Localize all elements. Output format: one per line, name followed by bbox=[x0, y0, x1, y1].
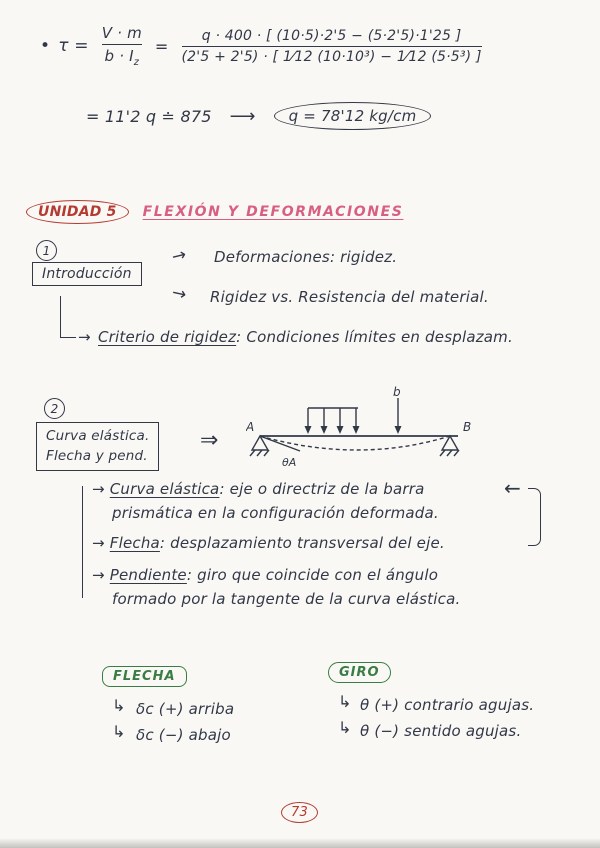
bullet: • bbox=[40, 36, 51, 56]
flecha-item-abajo: δc (−) abajo bbox=[136, 726, 231, 744]
introduccion-box: Introducción bbox=[32, 262, 142, 286]
equals-sign: = bbox=[154, 36, 169, 56]
unit-heading: UNIDAD 5 FLEXIÓN Y DEFORMACIONES bbox=[26, 200, 403, 224]
fraction-bar bbox=[181, 45, 482, 47]
right-arrow-icon: ⟶ bbox=[229, 105, 256, 127]
circled-result: q = 78'12 kg/cm bbox=[273, 102, 432, 130]
shear-formula-line1: • τ = V · m b · Iz = q · 400 · [ (10·5)·… bbox=[40, 24, 487, 68]
fraction-bar bbox=[101, 44, 142, 45]
flecha-item-arriba: δc (+) arriba bbox=[136, 700, 235, 718]
criterio-term: Criterio de rigidez bbox=[98, 328, 237, 346]
criterio-rest: : Condiciones límites en desplazam. bbox=[236, 328, 513, 346]
page-number: 73 bbox=[281, 802, 318, 823]
branch-arrow-icon: → bbox=[169, 244, 189, 268]
shear-formula-result: = 11'2 q ≐ 875 ⟶ q = 78'12 kg/cm bbox=[86, 102, 432, 130]
giro-item-sentido: θ (−) sentido agujas. bbox=[360, 722, 522, 740]
hook-arrow-icon: ↳ bbox=[112, 696, 126, 715]
giro-item-contrario: θ (+) contrario agujas. bbox=[360, 696, 535, 714]
load-label: b bbox=[393, 386, 401, 399]
definition-curva-elastica: → Curva elástica: eje o directriz de la … bbox=[92, 480, 425, 498]
criterio-line: Criterio de rigidez: Condiciones límites… bbox=[98, 328, 513, 346]
unit-badge: UNIDAD 5 bbox=[26, 200, 129, 224]
hook-arrow-icon: ↳ bbox=[112, 722, 126, 741]
definitions-spine bbox=[82, 486, 83, 598]
definition-curva-elastica-cont: prismática en la configuración deformada… bbox=[112, 504, 439, 522]
curva-elastica-box: Curva elástica. Flecha y pend. bbox=[36, 422, 160, 471]
definition-pendiente: → Pendiente: giro que coincide con el án… bbox=[92, 566, 439, 584]
fraction-vm-biz: V · m b · Iz bbox=[101, 24, 142, 68]
elbow-arrow-icon: → bbox=[78, 328, 91, 346]
definition-pendiente-cont: formado por la tangente de la curva elás… bbox=[112, 590, 461, 608]
beam-diagram: b A B θA bbox=[246, 386, 471, 469]
unit-title: FLEXIÓN Y DEFORMACIONES bbox=[142, 204, 404, 220]
giro-box: GIRO bbox=[328, 662, 391, 683]
support-b-label: B bbox=[463, 420, 471, 434]
fraction-numeric: q · 400 · [ (10·5)·2'5 − (5·2'5)·1'25 ] … bbox=[181, 27, 482, 65]
formula-lhs: τ = bbox=[58, 36, 89, 56]
connector-elbow bbox=[60, 296, 76, 338]
implies-arrow-icon: ⇒ bbox=[200, 428, 219, 453]
hook-arrow-icon: ↳ bbox=[338, 692, 352, 711]
branch-arrow-icon: → bbox=[170, 282, 189, 306]
intro-item-resistencia: Rigidez vs. Resistencia del material. bbox=[210, 288, 489, 306]
support-a-label: A bbox=[246, 420, 254, 434]
intro-item-rigidez: Deformaciones: rigidez. bbox=[214, 248, 398, 266]
section-1-number: 1 bbox=[36, 240, 57, 261]
definition-flecha: → Flecha: desplazamiento transversal del… bbox=[92, 534, 445, 552]
flecha-box: FLECHA bbox=[102, 666, 187, 687]
result-equation: = 11'2 q ≐ 875 bbox=[86, 106, 212, 126]
theta-a-label: θA bbox=[282, 456, 296, 469]
hook-arrow-icon: ↳ bbox=[338, 718, 352, 737]
definitions-bracket bbox=[528, 488, 541, 546]
back-arrow-icon: ← bbox=[504, 476, 521, 500]
section-2-number: 2 bbox=[44, 398, 65, 419]
